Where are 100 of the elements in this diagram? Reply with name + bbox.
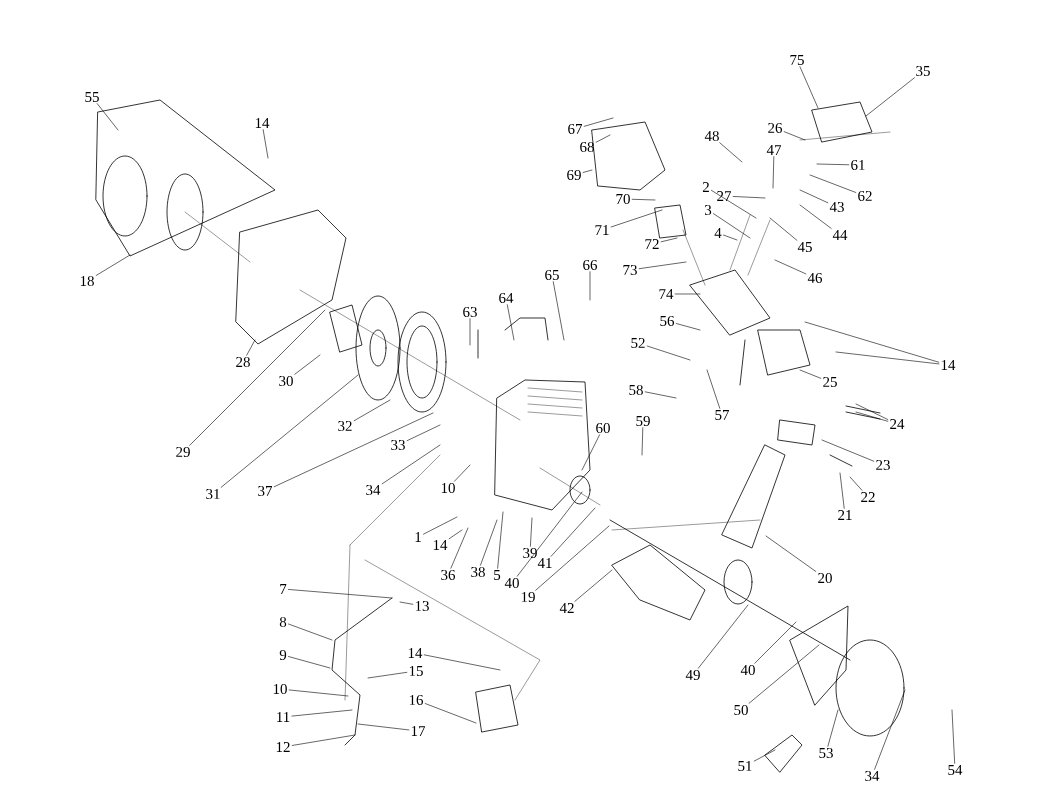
leader-line (220, 374, 359, 488)
leader-line (783, 131, 806, 141)
callout-number: 8 (279, 616, 287, 628)
callout-number: 40 (504, 577, 519, 589)
callout-number: 75 (790, 55, 804, 65)
callout-number: 28 (236, 356, 250, 368)
callout-number: 10 (441, 482, 455, 494)
callout-number: 46 (807, 273, 823, 283)
leader-line (353, 399, 391, 421)
callout-number: 23 (876, 460, 890, 470)
leader-line (706, 369, 721, 409)
callout-number: 37 (258, 486, 273, 496)
leader-line (595, 134, 611, 143)
callout-number: 61 (851, 160, 865, 170)
leader-line (772, 156, 775, 189)
leader-line (454, 464, 471, 482)
callout-number: 45 (797, 242, 812, 252)
callout-number: 69 (567, 170, 581, 180)
leader-line (638, 261, 687, 269)
callout-number: 26 (768, 123, 783, 133)
callout-number: 51 (738, 761, 752, 771)
callout-number: 73 (623, 265, 637, 275)
leader-line (535, 525, 610, 591)
callout-number: 66 (583, 260, 598, 270)
callout-number: 11 (277, 712, 290, 722)
leader-line (723, 234, 738, 241)
callout-number: 65 (545, 270, 559, 280)
leader-line (631, 199, 656, 201)
leader-line (951, 709, 955, 764)
leader-line (552, 281, 565, 341)
callout-number: 43 (829, 202, 844, 212)
callout-number: 53 (819, 748, 833, 758)
leader-line (582, 169, 593, 173)
leader-line (589, 271, 591, 301)
callout-number: 22 (861, 492, 875, 502)
leader-line (753, 749, 776, 762)
callout-number: 14 (433, 540, 448, 550)
callout-number: 41 (537, 558, 552, 568)
callout-number: 68 (580, 141, 594, 153)
callout-number: 47 (766, 145, 782, 155)
callout-number: 16 (409, 695, 424, 705)
callout-number: 31 (206, 489, 220, 499)
leader-line (450, 527, 469, 569)
callout-number: 32 (338, 421, 352, 431)
callout-number: 40 (740, 664, 755, 676)
callout-number: 42 (559, 603, 574, 613)
leader-line (711, 190, 757, 219)
leader-line (641, 427, 644, 456)
leader-line (799, 369, 822, 379)
callout-number: 14 (941, 360, 956, 370)
leader-line (660, 237, 678, 243)
callout-number: 71 (595, 225, 609, 235)
leader-line (713, 213, 751, 239)
leader-line (644, 391, 677, 399)
callout-number: 55 (85, 92, 99, 102)
leader-line (581, 434, 600, 471)
leader-line (189, 309, 326, 446)
leader-line (367, 672, 408, 679)
leader-line (765, 535, 817, 572)
leader-line (865, 77, 915, 117)
callout-number: 13 (415, 601, 429, 611)
leader-line (262, 129, 269, 159)
leader-line (835, 351, 940, 365)
leader-line (95, 254, 131, 276)
leader-line (516, 491, 583, 577)
leader-line (469, 318, 471, 346)
callout-number: 44 (832, 230, 848, 240)
leader-line (839, 472, 845, 509)
callout-number: 15 (409, 666, 423, 676)
leader-line (827, 709, 839, 747)
leader-line (381, 444, 441, 485)
leader-line (754, 621, 797, 664)
leader-line (288, 689, 349, 697)
callout-number: 27 (717, 191, 732, 201)
leader-line (698, 604, 749, 669)
leader-line (507, 304, 515, 341)
callout-number: 1 (415, 532, 421, 542)
callout-number: 29 (176, 447, 190, 457)
callout-number: 14 (255, 118, 270, 128)
callout-number: 39 (523, 548, 537, 558)
callout-number: 67 (568, 124, 583, 134)
callout-number: 34 (865, 771, 880, 781)
leader-line (423, 516, 458, 535)
callout-number: 14 (408, 648, 423, 658)
leader-line (799, 204, 832, 229)
callout-number: 3 (705, 205, 712, 215)
leader-line (424, 703, 477, 724)
callout-number: 64 (499, 293, 514, 303)
callout-number: 36 (441, 570, 456, 580)
leader-line (246, 339, 256, 356)
leader-line (357, 723, 410, 731)
leader-line (874, 689, 906, 770)
callout-number: 48 (704, 130, 719, 142)
leader-line (821, 439, 875, 462)
leader-line (294, 354, 321, 375)
leader-line (748, 644, 820, 704)
callout-number: 60 (596, 422, 610, 434)
callout-number: 21 (838, 510, 852, 520)
callout-number: 30 (279, 375, 293, 387)
leader-line (732, 196, 766, 199)
